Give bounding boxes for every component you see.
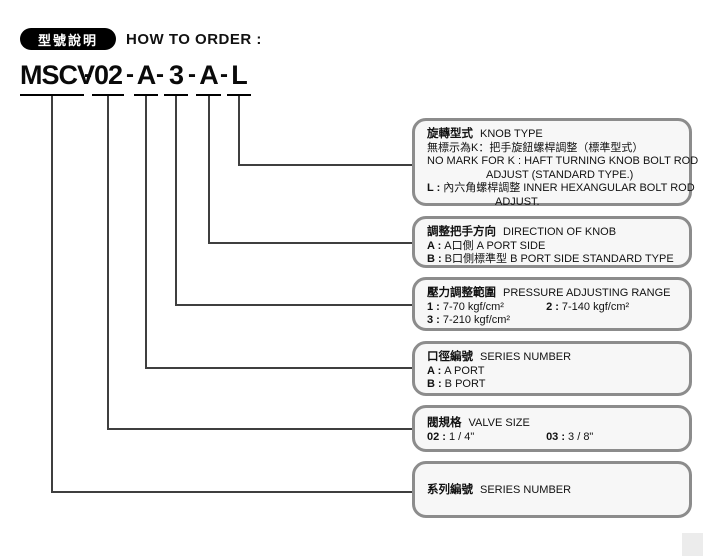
spec-line: 無標示為K：把手旋鈕螺桿調整（標準型式） — [427, 141, 644, 154]
connector-port-vertical — [145, 96, 147, 369]
code-segment-knob-direction: A — [196, 60, 221, 96]
code-segment-valve-size: 02 — [92, 60, 124, 96]
connector-series-vertical — [51, 96, 53, 493]
connector-port-horizontal — [145, 367, 412, 369]
connector-knob-type-vertical — [238, 96, 240, 166]
code-separator: - — [156, 61, 164, 88]
connector-valve-size-horizontal — [107, 428, 412, 430]
spec-line: ADJUST (STANDARD TYPE.) — [486, 168, 634, 181]
code-separator: - — [188, 61, 196, 88]
spec-line: 02 :1 / 4" 03 :3 / 8" — [427, 430, 594, 443]
spec-line: L :內六角螺桿調整 INNER HEXANGULAR BOLT ROD — [427, 182, 695, 194]
spec-line: B :B PORT — [427, 378, 486, 390]
code-segment-port: A — [134, 60, 158, 96]
spec-line: A :A口側 A PORT SIDE — [427, 239, 546, 252]
section-badge: 型號說明 — [20, 28, 116, 50]
code-segment-knob-type: L — [227, 60, 251, 96]
spec-line: B :B口側標準型 B PORT SIDE STANDARD TYPE — [427, 253, 674, 265]
connector-series-horizontal — [51, 491, 412, 493]
code-separator: - — [220, 61, 228, 88]
connector-valve-size-vertical — [107, 96, 109, 430]
spec-line: ADJUST. — [495, 195, 540, 208]
connector-pressure-horizontal — [175, 304, 412, 306]
code-segment-series: MSCV — [20, 60, 95, 96]
connector-knob-type-horizontal — [238, 164, 412, 166]
connector-knob-direction-horizontal — [208, 242, 412, 244]
code-separator: - — [84, 61, 92, 88]
section-badge-label: 型號說明 — [37, 32, 98, 48]
page-corner-artifact — [682, 533, 703, 556]
connector-knob-direction-vertical — [208, 96, 210, 244]
connector-pressure-vertical — [175, 96, 177, 306]
spec-line: 1 :7-70 kgf/cm² 2 :7-140 kgf/cm² — [427, 300, 630, 313]
page-title: HOW TO ORDER : — [126, 31, 262, 48]
code-segment-pressure: 3 — [164, 60, 188, 96]
spec-line: 3 :7-210 kgf/cm² — [427, 314, 511, 326]
code-separator: - — [126, 61, 134, 88]
spec-line: A :A PORT — [427, 364, 485, 377]
spec-line: NO MARK FOR K : HAFT TURNING KNOB BOLT R… — [427, 155, 699, 167]
